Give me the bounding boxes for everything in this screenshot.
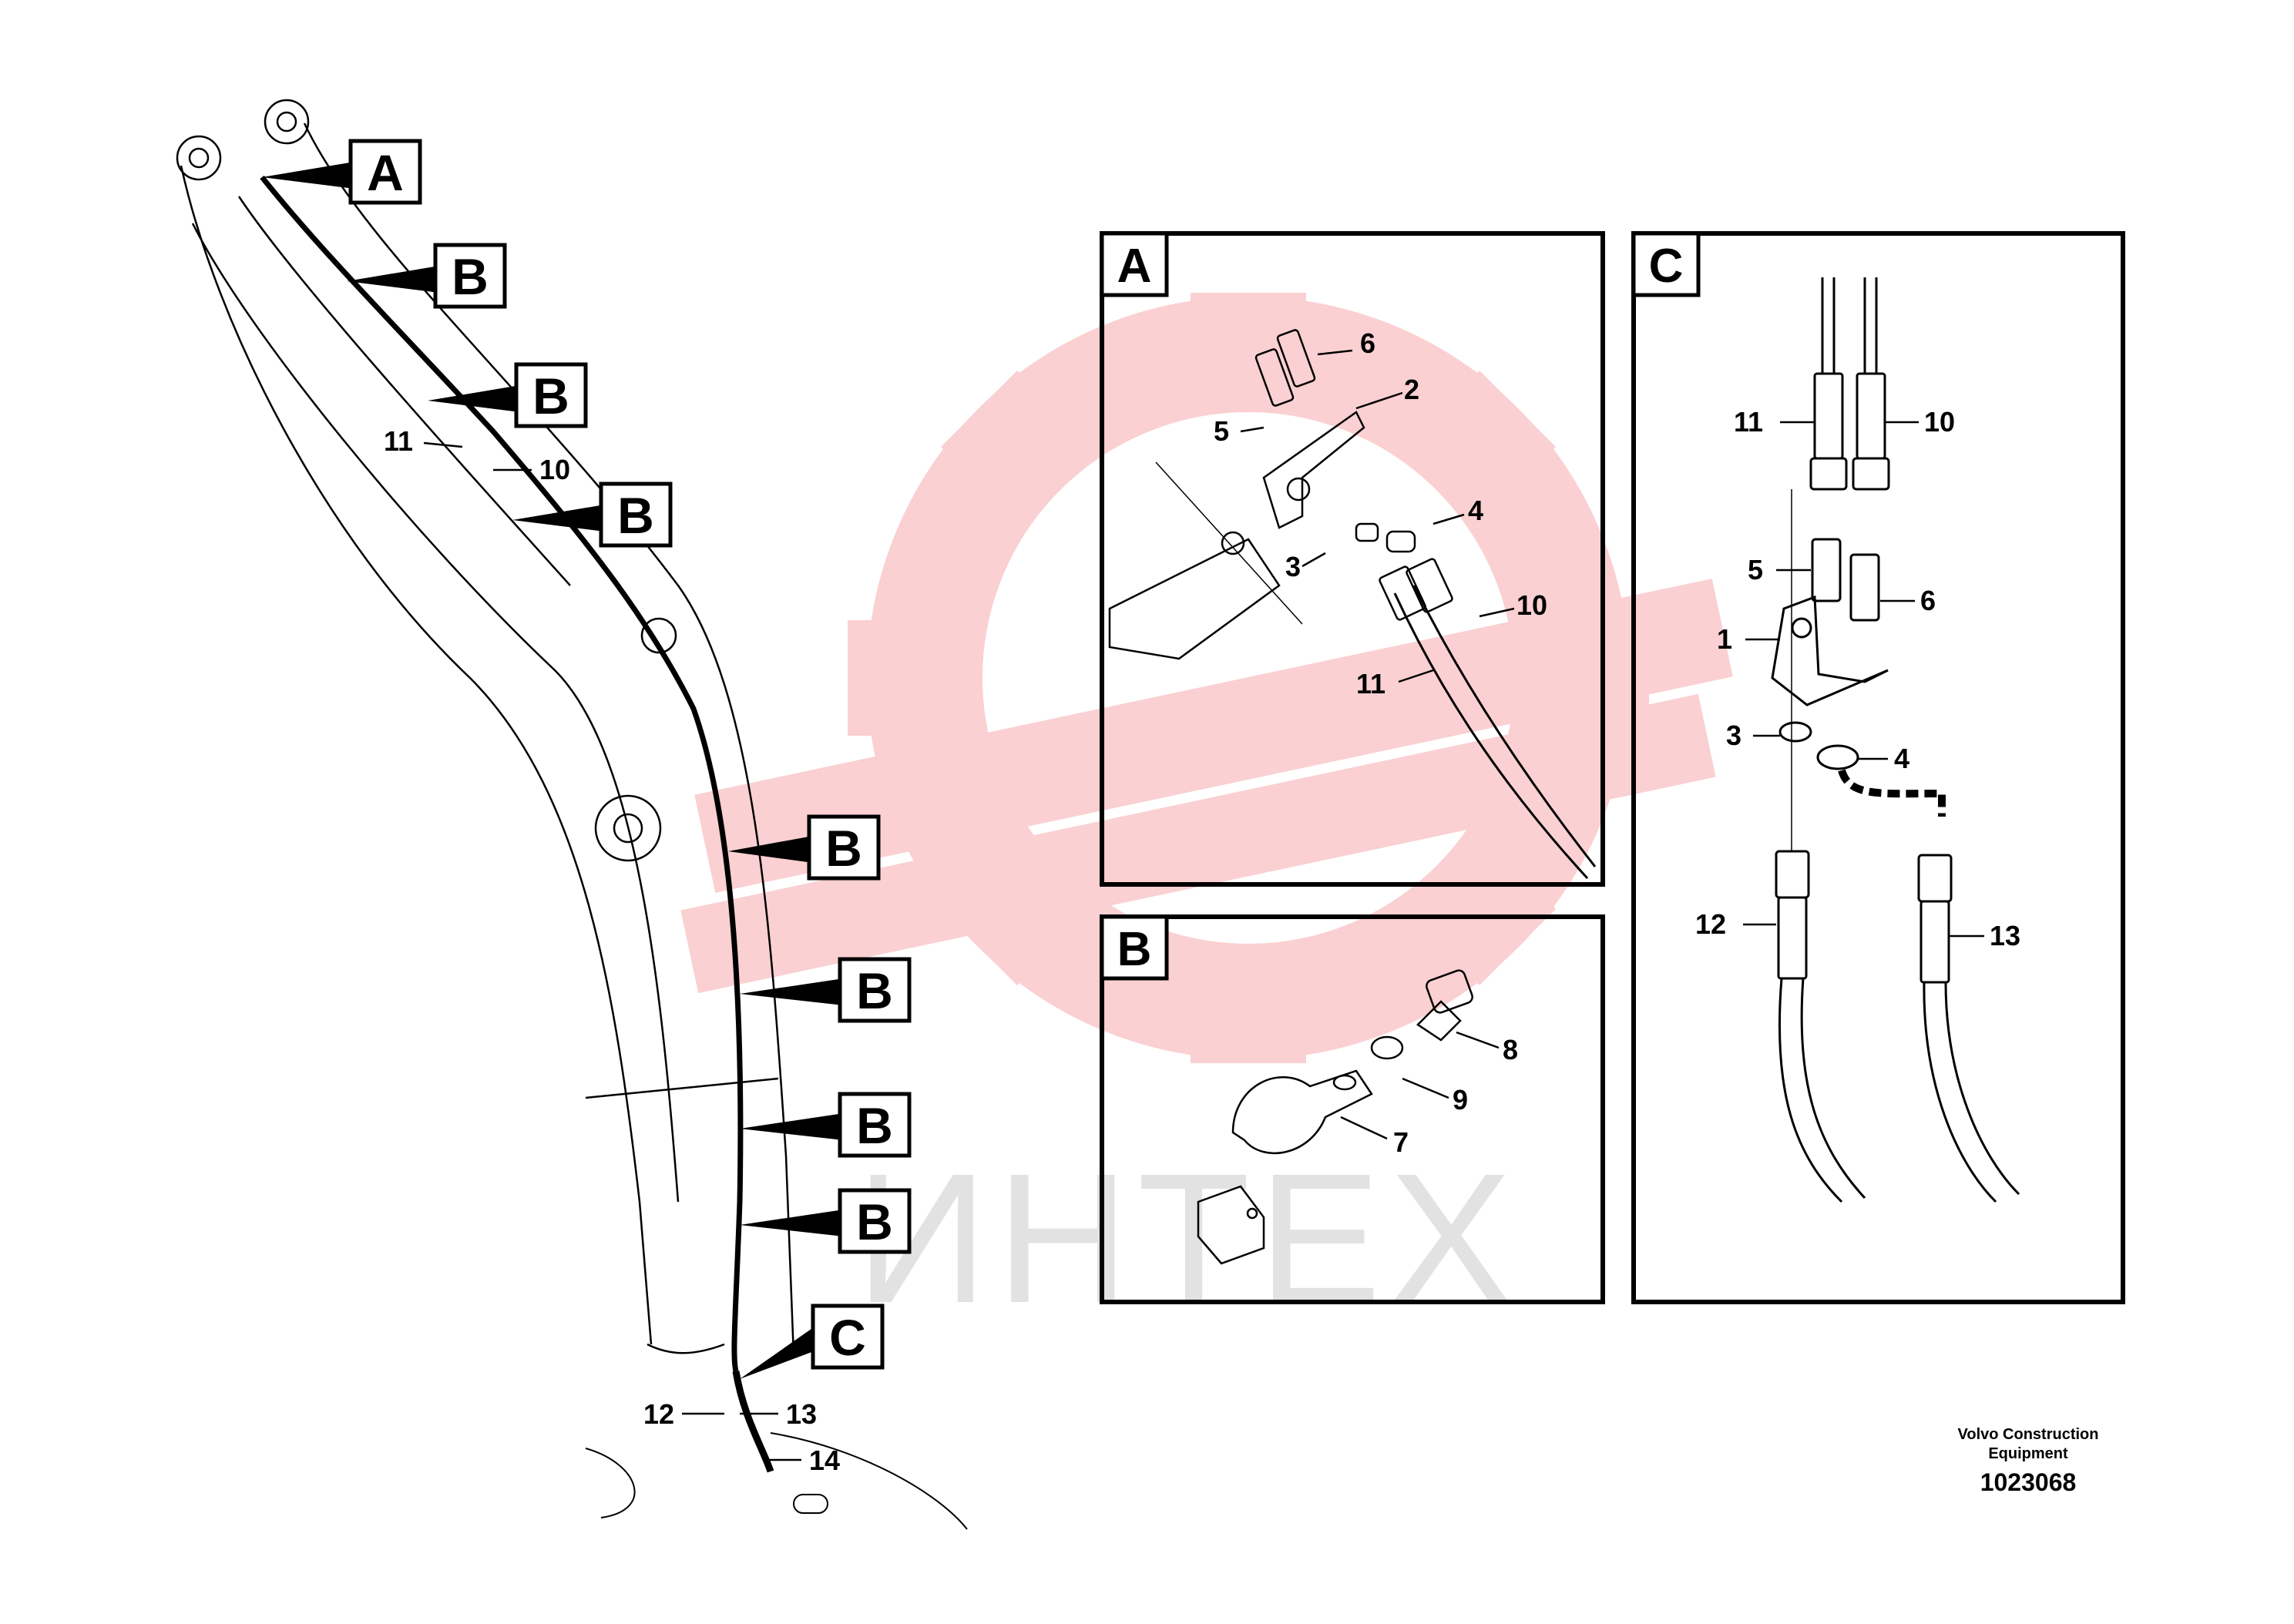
panel-b-label-9: 9 — [1453, 1084, 1468, 1116]
panel-c-bracket-1 — [1771, 595, 1889, 706]
panel-a-fitting-5 — [1254, 348, 1295, 407]
callout-b-5[interactable]: B — [740, 957, 912, 1023]
panel-b-washer-9 — [1370, 1035, 1404, 1060]
panel-c-fitting-5 — [1811, 538, 1842, 602]
label-10-boom: 10 — [539, 454, 570, 485]
boom-weld-seam — [585, 1077, 779, 1099]
panel-c-label-4: 4 — [1894, 743, 1909, 774]
panel-a-label-6: 6 — [1360, 327, 1375, 359]
callout-b-3[interactable]: B — [512, 481, 673, 548]
drawing-number: 1023068 — [1980, 1468, 2077, 1496]
panel-a-fitting-6 — [1276, 329, 1316, 388]
callout-a[interactable]: A — [262, 139, 422, 205]
hose-run-10-11 — [260, 175, 744, 1372]
detail-panel-b: B 8 9 7 — [1100, 914, 1605, 1304]
callout-b-6[interactable]: B — [740, 1092, 912, 1158]
panel-c-label-3: 3 — [1726, 720, 1741, 751]
label-13-boom: 13 — [786, 1398, 817, 1430]
boom-pin-upper-right — [264, 99, 310, 145]
panel-c-label-6: 6 — [1920, 585, 1936, 616]
svg-text:B: B — [856, 1193, 893, 1250]
callout-b-1[interactable]: B — [347, 243, 507, 309]
panel-b-title: B — [1117, 923, 1152, 976]
boom-pin-mid — [640, 617, 677, 654]
panel-c-hose-12 — [1778, 978, 1843, 1203]
panel-c-fitting-6 — [1849, 553, 1880, 622]
panel-a-hose-10 — [1412, 585, 1597, 867]
panel-a-bracket — [1262, 411, 1365, 529]
panel-a-label-3: 3 — [1285, 551, 1301, 582]
panel-c-label-11: 11 — [1734, 406, 1763, 438]
boom-outline-left — [180, 165, 653, 1345]
panel-a-nut-4 — [1385, 530, 1416, 553]
boom-pin-upper-left — [176, 135, 222, 181]
hose-run-14 — [732, 1371, 774, 1473]
callout-b-4[interactable]: B — [728, 814, 881, 881]
panel-c-label-12: 12 — [1695, 908, 1726, 940]
label-11-boom: 11 — [384, 425, 413, 457]
panel-a-label-10: 10 — [1516, 589, 1547, 621]
panel-c-hose-13 — [1923, 981, 1997, 1203]
callout-b-7[interactable]: B — [740, 1188, 912, 1254]
svg-text:B: B — [452, 248, 489, 305]
svg-text:B: B — [856, 1097, 893, 1154]
panel-a-title: A — [1117, 240, 1152, 293]
panel-a-label-2: 2 — [1404, 374, 1419, 405]
boom-center-boss — [594, 794, 662, 862]
svg-text:B: B — [532, 367, 569, 424]
boom-inner-line — [191, 223, 680, 1203]
panel-c-label-1: 1 — [1717, 623, 1732, 655]
svg-text:C: C — [829, 1309, 866, 1366]
boom-illustration — [176, 99, 968, 1530]
label-14-boom: 14 — [809, 1444, 840, 1476]
detail-panel-c: C — [1631, 231, 2125, 1304]
label-12-boom: 12 — [643, 1398, 674, 1430]
panel-c-hose-end-13 — [1920, 900, 1950, 984]
panel-c-label-13: 13 — [1990, 920, 2020, 951]
svg-text:B: B — [856, 962, 893, 1019]
company-line-1: Volvo Construction — [1958, 1426, 2099, 1443]
callout-c[interactable]: C — [740, 1304, 885, 1379]
panel-b-label-7: 7 — [1393, 1126, 1409, 1158]
svg-text:B: B — [825, 820, 862, 877]
callout-b-2[interactable]: B — [428, 362, 588, 428]
boom-outline-right — [303, 122, 795, 1357]
svg-text:A: A — [367, 144, 404, 201]
footer-block: Volvo Construction Equipment 1023068 — [1958, 1426, 2099, 1496]
watermark-text: ИНТЕХ — [855, 1135, 1520, 1341]
panel-b-clamp-7 — [1231, 1069, 1373, 1155]
panel-c-nut-4 — [1816, 744, 1859, 770]
panel-b-label-8: 8 — [1503, 1034, 1518, 1065]
detail-panel-a: A 6 5 2 4 3 10 — [1100, 231, 1605, 887]
panel-a-hose-11 — [1393, 592, 1589, 880]
panel-c-label-10: 10 — [1924, 406, 1955, 438]
boom-part-labels — [423, 441, 801, 1461]
company-line-2: Equipment — [1988, 1445, 2068, 1462]
panel-a-label-4: 4 — [1468, 495, 1483, 526]
watermark-gear-logo — [680, 293, 1733, 1063]
panel-c-label-5: 5 — [1748, 554, 1763, 586]
panel-b-bolt-8 — [1416, 1000, 1462, 1042]
panel-b-block — [1197, 1185, 1265, 1265]
panel-c-hose-end-12 — [1777, 896, 1808, 980]
panel-a-label-5: 5 — [1214, 415, 1229, 447]
panel-c-title: C — [1649, 240, 1684, 293]
boom-panel-line — [237, 196, 571, 586]
panel-c-dashed-connection — [1838, 769, 1946, 817]
panel-a-mount-plate — [1108, 538, 1281, 660]
svg-text:B: B — [617, 487, 654, 544]
panel-c-washer-3 — [1778, 721, 1812, 743]
panel-a-washer-3 — [1355, 522, 1379, 542]
panel-a-label-11: 11 — [1356, 668, 1385, 700]
